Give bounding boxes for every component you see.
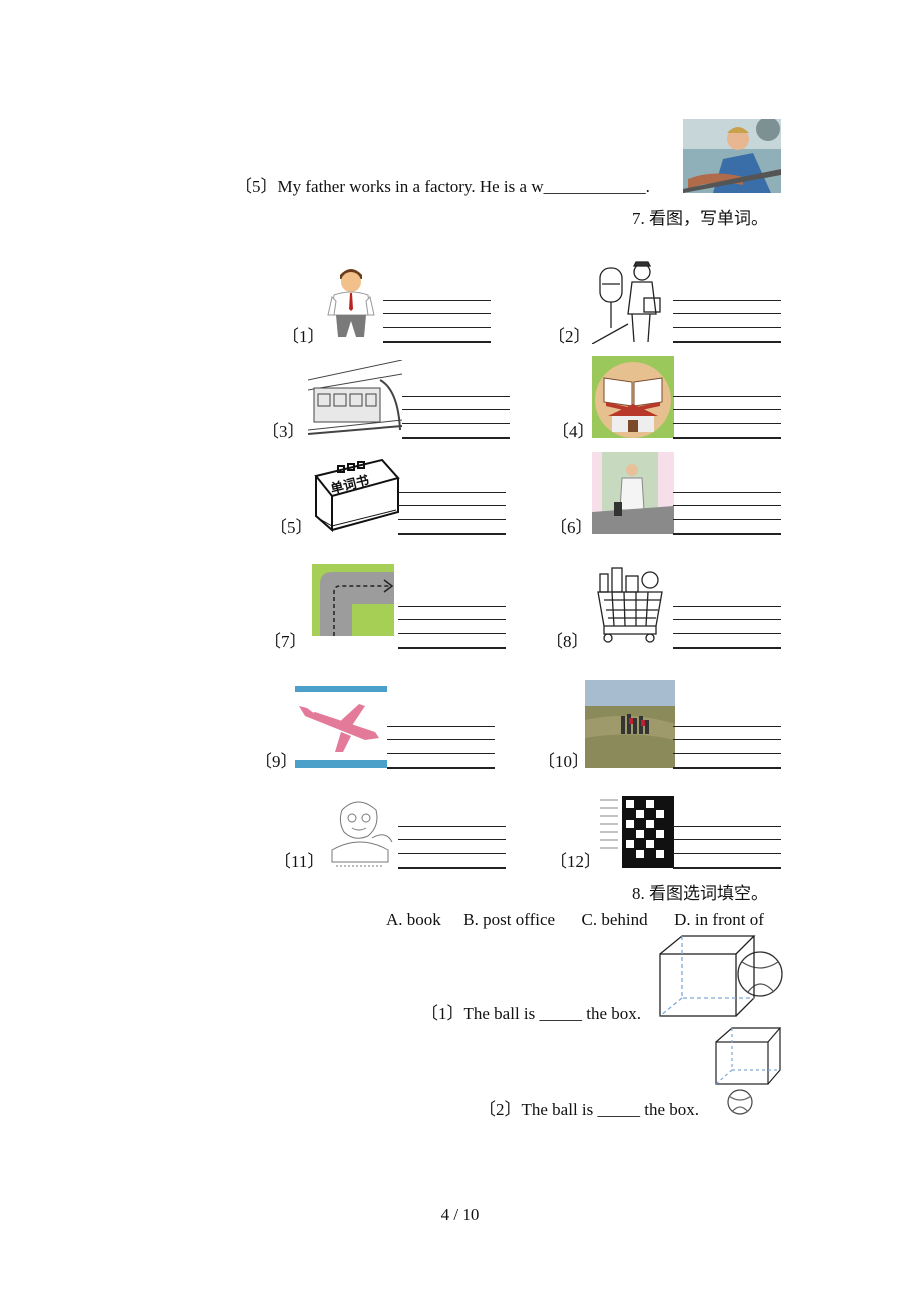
sketch-man-image [322, 790, 398, 870]
scientist-image [592, 452, 674, 534]
shopping-cart-image [592, 566, 672, 648]
section-7-title: 7. 看图，写单词。 [632, 209, 768, 228]
answer-lines-4 [673, 396, 781, 440]
question-text: The ball is _____ the box. [521, 1100, 700, 1119]
item-label-2: 〔2〕 [548, 327, 591, 346]
airplane-image [295, 686, 387, 768]
item-label-7: 〔7〕 [264, 632, 307, 651]
question-text: The ball is _____ the box. [463, 1004, 642, 1023]
answer-lines-9 [387, 726, 495, 770]
page-number: 4 / 10 [440, 1205, 480, 1224]
man-image [326, 263, 376, 341]
item-label-9: 〔9〕 [255, 752, 298, 771]
item-label-8: 〔8〕 [546, 632, 589, 651]
worker-image [683, 119, 781, 193]
hiking-image [585, 680, 675, 768]
item-label-1: 〔1〕 [282, 327, 325, 346]
option-a: A. book [386, 910, 441, 929]
crossword-image [596, 794, 674, 868]
item-label-10: 〔10〕 [538, 752, 589, 771]
subway-image [308, 360, 402, 438]
option-d: D. in front of [674, 910, 764, 929]
answer-lines-2 [673, 300, 781, 344]
answer-lines-7 [398, 606, 506, 650]
question-text: My father works in a factory. He is a w_… [277, 177, 650, 196]
answer-lines-11 [398, 826, 506, 870]
question-5: 〔5〕My father works in a factory. He is a… [235, 177, 650, 197]
section-8-question-2: 〔2〕The ball is _____ the box. [479, 1100, 699, 1120]
question-number: 〔5〕 [235, 177, 278, 196]
word-options: A. book B. post office C. behind D. in f… [386, 910, 764, 930]
answer-lines-6 [673, 492, 781, 536]
answer-lines-10 [673, 726, 781, 770]
box-ball-front-image [712, 1026, 784, 1118]
section-8-title: 8. 看图选词填空。 [632, 884, 768, 903]
question-number: 〔2〕 [479, 1100, 522, 1119]
item-label-6: 〔6〕 [550, 518, 593, 537]
answer-lines-12 [673, 826, 781, 870]
library-image [592, 356, 674, 438]
item-label-4: 〔4〕 [552, 422, 595, 441]
box-ball-behind-image [658, 934, 784, 1020]
item-label-3: 〔3〕 [262, 422, 305, 441]
section-8-question-1: 〔1〕The ball is _____ the box. [421, 1004, 641, 1024]
question-number: 〔1〕 [421, 1004, 464, 1023]
item-label-11: 〔11〕 [274, 852, 325, 871]
answer-lines-1 [383, 300, 491, 344]
answer-lines-3 [402, 396, 510, 440]
option-c: C. behind [581, 910, 648, 929]
option-b: B. post office [463, 910, 556, 929]
item-label-12: 〔12〕 [550, 852, 601, 871]
turn-right-image [312, 564, 394, 636]
answer-lines-8 [673, 606, 781, 650]
postman-image [592, 258, 672, 344]
item-label-5: 〔5〕 [270, 518, 313, 537]
answer-lines-5 [398, 492, 506, 536]
word-book-image: 单词书 [312, 456, 400, 532]
